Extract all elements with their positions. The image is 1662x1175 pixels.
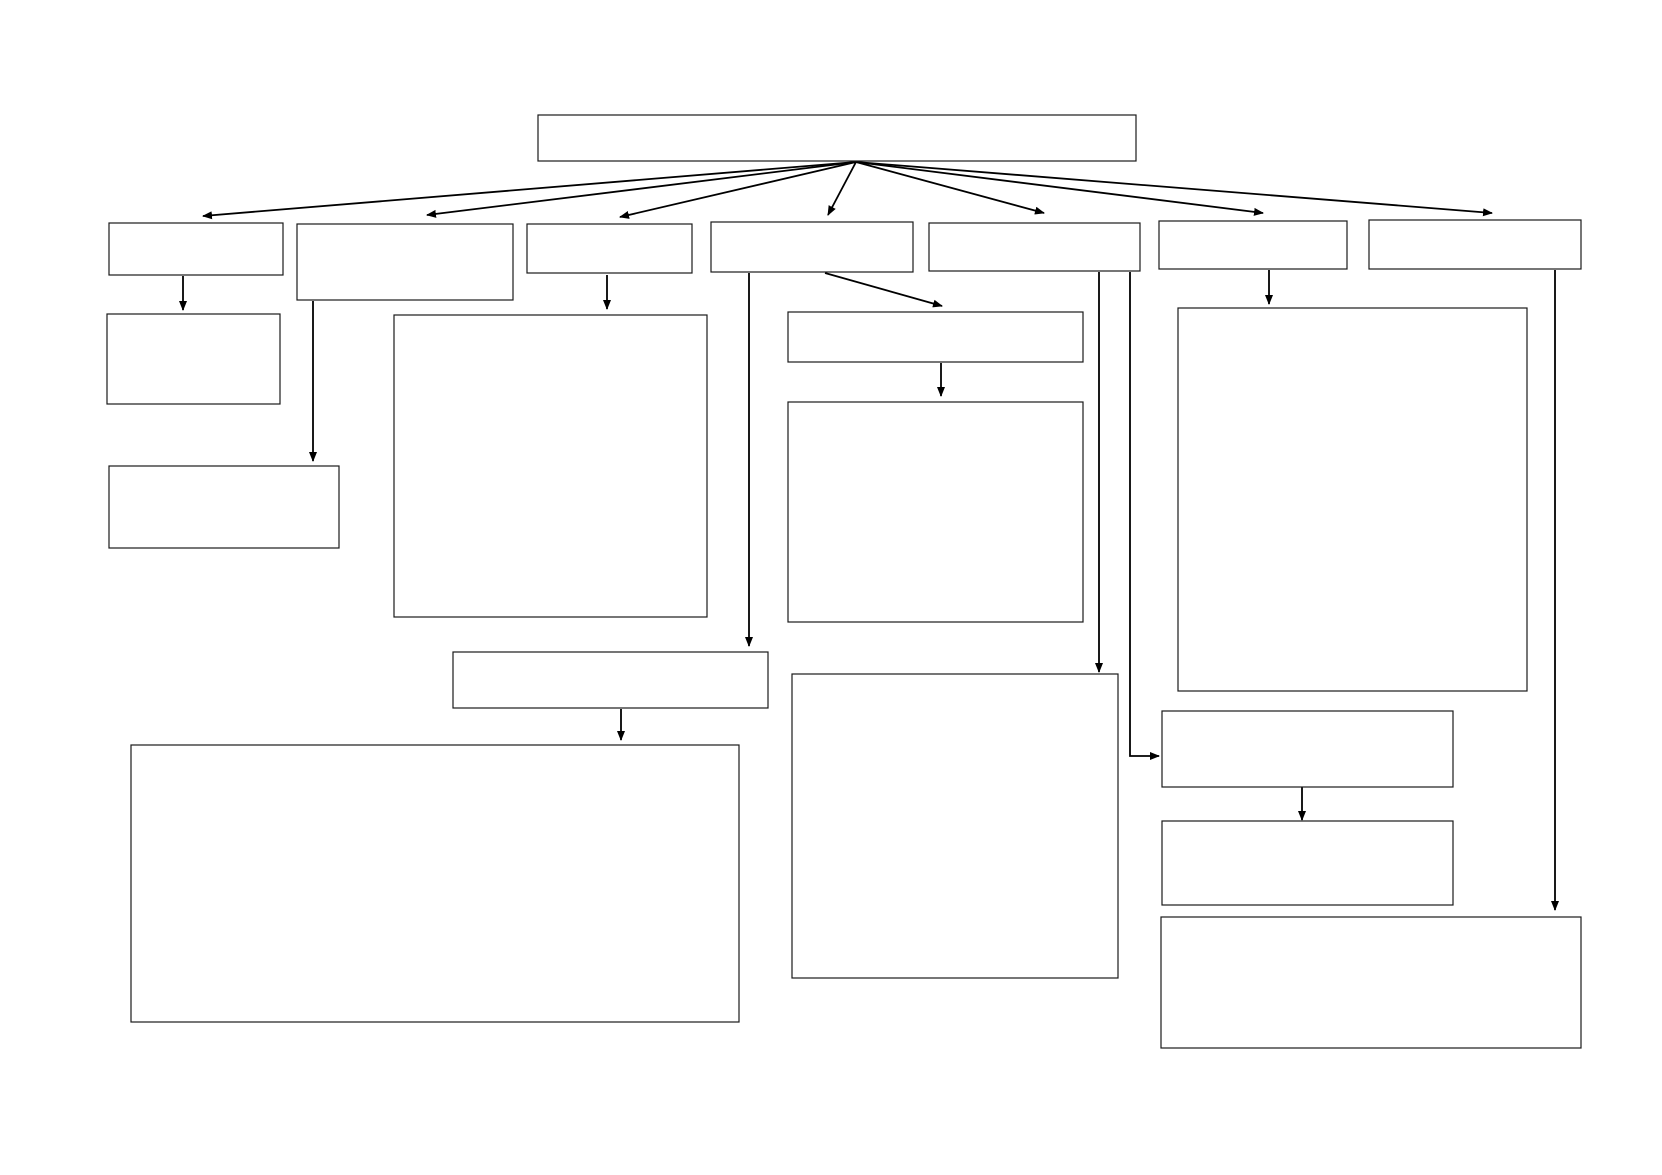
node-branch-6 [1158, 220, 1348, 270]
edge-root-to-branch-4 [827, 161, 857, 216]
node-branch-3-child [393, 314, 708, 618]
node-branch-5 [928, 222, 1141, 272]
node-branch-7-child [1160, 916, 1582, 1049]
edge-root-to-branch-2 [426, 161, 857, 218]
node-root [537, 114, 1137, 162]
node-branch-4 [710, 221, 914, 273]
edge-branch-5-to-side [1129, 272, 1160, 760]
edge-root-to-branch-6 [855, 161, 1264, 216]
node-branch-1-child [106, 313, 281, 405]
edge-root-to-branch-5 [855, 161, 1045, 215]
node-branch-3 [526, 223, 693, 274]
node-branch-5-side [1161, 710, 1454, 788]
node-branch-7 [1368, 219, 1582, 270]
node-branch-4-sub-child [787, 401, 1084, 623]
node-layer [106, 114, 1582, 1049]
node-branch-2 [296, 223, 514, 301]
node-branch-1 [108, 222, 284, 276]
edge-root-to-branch-3 [619, 161, 857, 219]
edge-layer [179, 161, 1559, 911]
node-branch-4-sub [787, 311, 1084, 363]
node-branch-5-side-child [1161, 820, 1454, 906]
edge-branch-4-to-sub [824, 272, 943, 308]
node-branch-5-down [791, 673, 1119, 979]
node-branch-4-lower-child [130, 744, 740, 1023]
node-branch-6-child [1177, 307, 1528, 692]
node-branch-2-child [108, 465, 340, 549]
node-branch-4-lower [452, 651, 769, 709]
edge-root-to-branch-1 [202, 161, 857, 220]
edge-root-to-branch-7 [855, 161, 1493, 217]
